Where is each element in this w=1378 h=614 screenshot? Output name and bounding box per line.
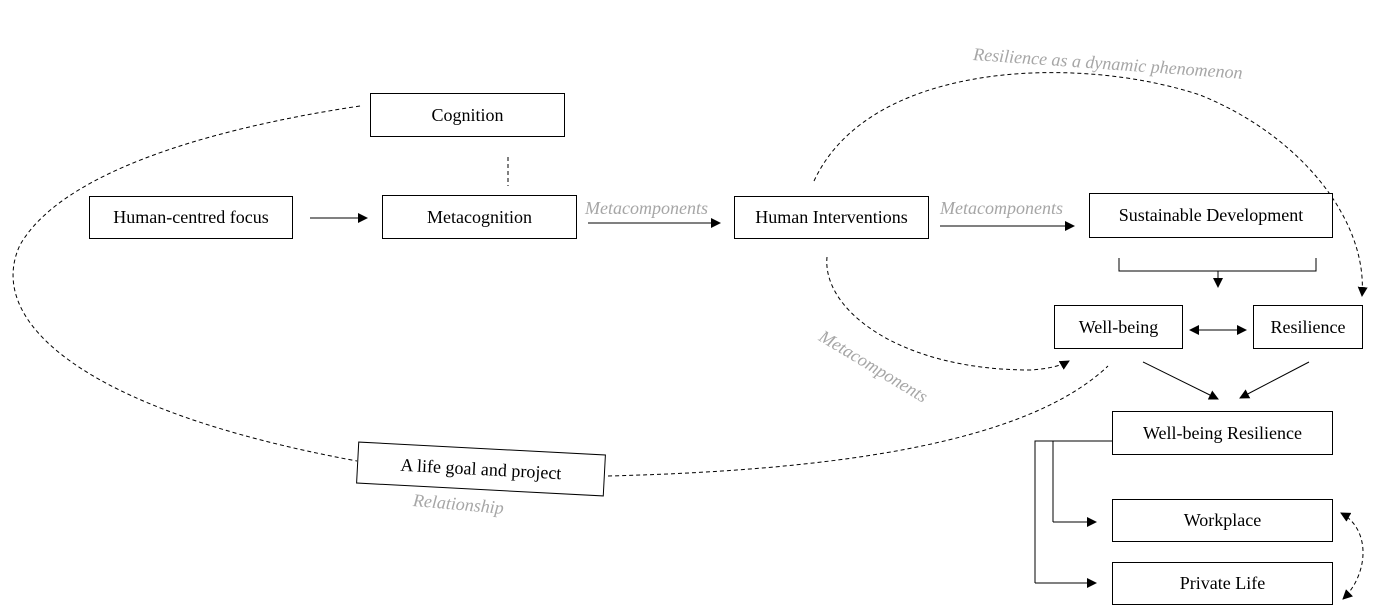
node-private-life-label: Private Life [1179, 573, 1266, 593]
node-cognition-label: Cognition [431, 104, 504, 125]
bracket-sustainable-development [1118, 258, 1317, 272]
node-cognition: Cognition [370, 93, 565, 137]
node-workplace-label: Workplace [1183, 510, 1262, 530]
arc-interventions-to-wellbeing [826, 256, 1070, 371]
node-resilience: Resilience [1253, 305, 1363, 349]
node-metacognition: Metacognition [382, 195, 577, 239]
node-private-life: Private Life [1112, 562, 1333, 605]
node-workplace: Workplace [1112, 499, 1333, 542]
label-metacomponents-2: Metacomponents [940, 198, 1063, 218]
node-well-being-resilience: Well-being Resilience [1112, 411, 1333, 455]
node-sustainable-development-label: Sustainable Development [1118, 205, 1304, 225]
connector-wbresilience-branches [1034, 440, 1112, 583]
node-well-being-resilience-label: Well-being Resilience [1143, 422, 1302, 443]
node-well-being: Well-being [1054, 305, 1183, 349]
node-metacognition-label: Metacognition [427, 206, 532, 227]
node-human-centred-focus: Human-centred focus [89, 196, 293, 239]
node-human-centred-focus-label: Human-centred focus [113, 207, 269, 227]
label-metacomponents-1: Metacomponents [585, 198, 708, 218]
node-sustainable-development: Sustainable Development [1089, 193, 1333, 238]
node-human-interventions: Human Interventions [734, 196, 929, 239]
node-human-interventions-label: Human Interventions [755, 207, 908, 227]
node-life-goal-label: A life goal and project [400, 454, 562, 483]
arrow-wellbeing-to-wbresilience [1142, 361, 1219, 400]
arrow-workplace-private-life [1340, 512, 1364, 600]
arrow-resilience-to-wbresilience [1239, 361, 1310, 399]
node-resilience-label: Resilience [1270, 316, 1346, 337]
arc-resilience-dynamic [813, 72, 1368, 297]
loop-life-goal [12, 105, 361, 462]
link-life-goal-to-wellbeing [607, 365, 1109, 477]
node-well-being-label: Well-being [1078, 316, 1159, 337]
